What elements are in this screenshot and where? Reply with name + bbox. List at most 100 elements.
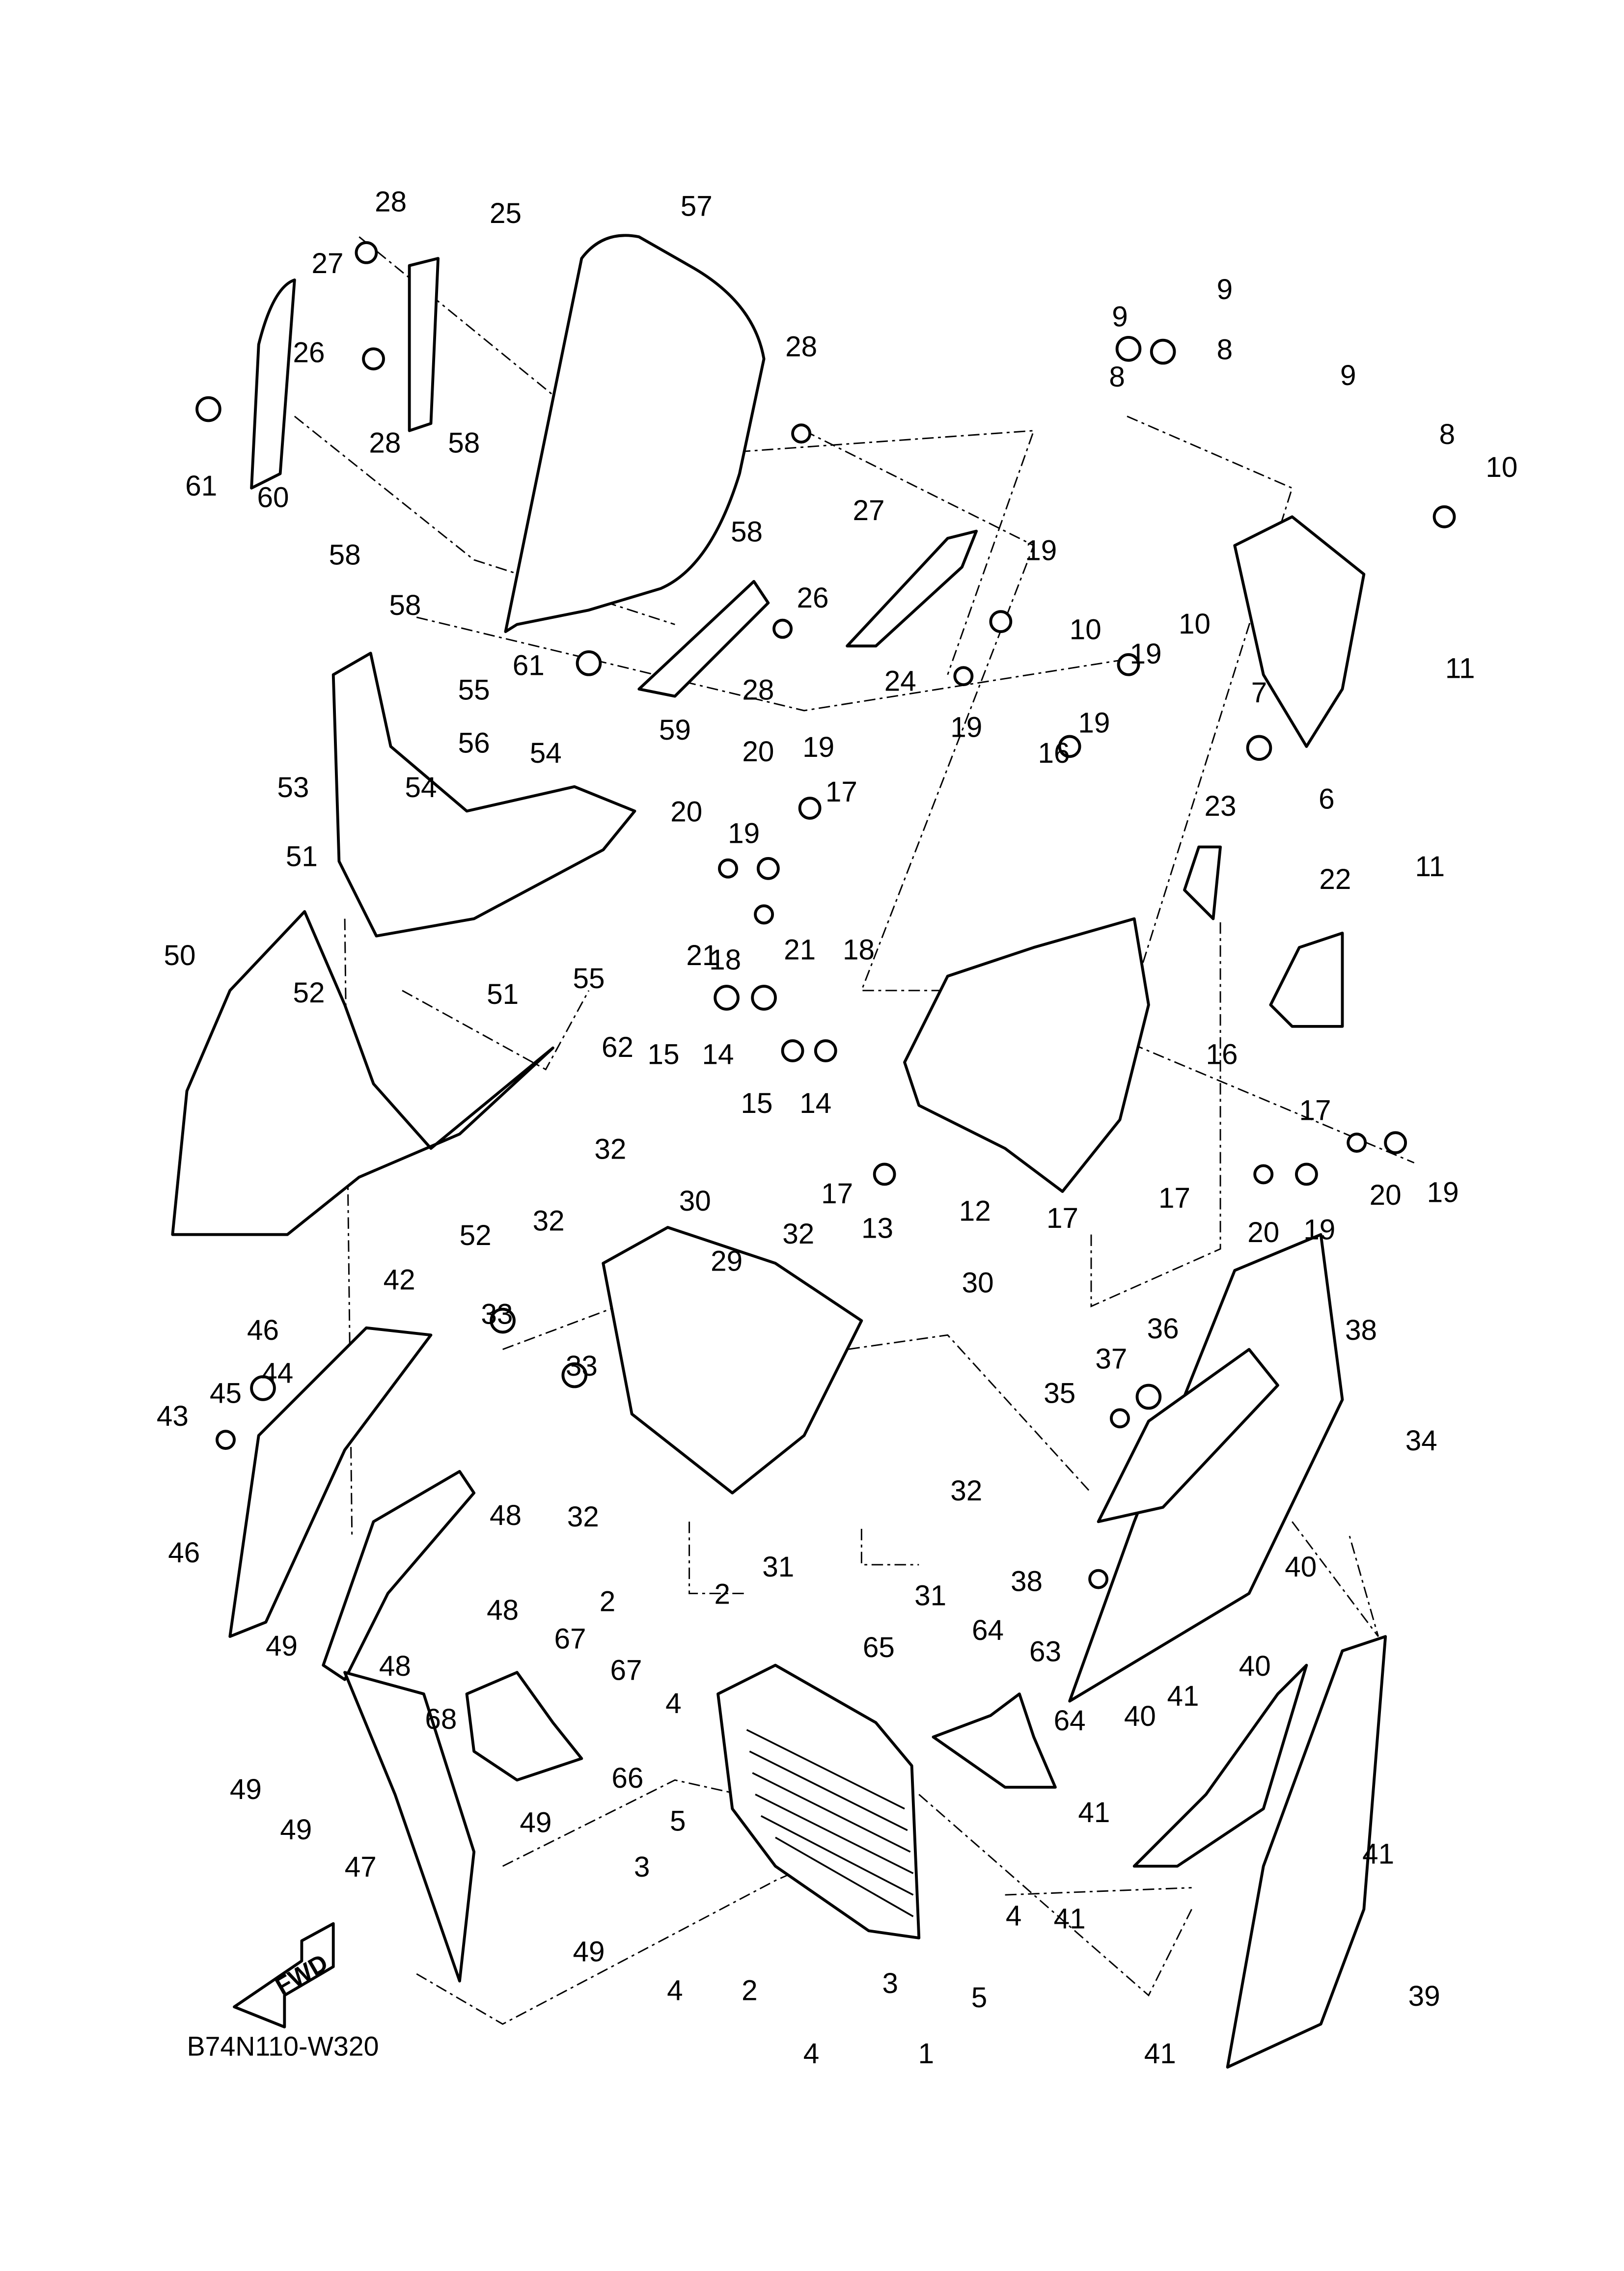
part-callout: 48 — [490, 1499, 522, 1531]
side-deflector — [250, 278, 296, 490]
part-callout: 12 — [959, 1195, 991, 1227]
windshield — [504, 234, 766, 633]
part-callout: 11 — [1445, 652, 1475, 684]
part-callout: 49 — [573, 1936, 605, 1967]
part-callout: 14 — [799, 1087, 831, 1119]
part-callout: 48 — [487, 1594, 519, 1626]
fwd-arrow-icon — [233, 1922, 335, 2029]
part-callout: 58 — [329, 539, 361, 571]
part-callout: 66 — [611, 1762, 643, 1794]
part-callout: 41 — [1144, 2038, 1176, 2070]
part-callout: 31 — [914, 1580, 946, 1612]
part-callout: 13 — [861, 1212, 893, 1244]
part-callout: 59 — [659, 714, 691, 746]
part-callout: 33 — [481, 1299, 513, 1330]
part-callout: 19 — [1025, 535, 1057, 567]
part-callout: 65 — [863, 1632, 895, 1663]
part-callout: 5 — [971, 1982, 988, 2014]
inner-panel-29 — [602, 1226, 863, 1495]
part-callout: 64 — [1054, 1705, 1086, 1737]
part-callout: 54 — [405, 772, 437, 803]
part-callout: 9 — [1340, 360, 1356, 391]
part-callout: 61 — [185, 470, 217, 502]
part-callout: 50 — [164, 940, 195, 971]
part-callout: 54 — [530, 737, 562, 769]
part-callout: 15 — [741, 1087, 772, 1119]
part-callout: 37 — [1095, 1343, 1127, 1375]
part-callout: 25 — [490, 197, 522, 229]
bracket-41 — [1132, 1663, 1308, 1868]
part-callout: 52 — [293, 977, 325, 1009]
part-callout: 24 — [884, 665, 916, 697]
part-callout: 4 — [1006, 1900, 1022, 1932]
part-callout: 10 — [1179, 608, 1211, 640]
side-cover-34 — [1068, 1233, 1344, 1703]
part-callout: 21 — [784, 934, 816, 966]
part-callout: 64 — [972, 1614, 1004, 1646]
part-callout: 10 — [1070, 614, 1101, 646]
part-callout: 19 — [1303, 1214, 1335, 1246]
bracket-24 — [846, 529, 978, 648]
bracket-22 — [1269, 931, 1344, 1028]
inner-panel-48 — [322, 1470, 476, 1681]
part-callout: 28 — [742, 674, 774, 706]
radiator-grill — [716, 1663, 921, 1939]
part-callout: 8 — [1109, 361, 1125, 393]
inner-panel-42 — [228, 1326, 433, 1638]
part-callout: 46 — [168, 1537, 200, 1569]
part-callout: 49 — [230, 1773, 262, 1805]
part-callout: 2 — [600, 1585, 616, 1617]
part-callout: 27 — [853, 495, 884, 526]
part-callout: 2 — [715, 1579, 731, 1610]
side-cowl-left — [171, 910, 554, 1236]
part-callout: 36 — [1147, 1313, 1179, 1345]
part-callout: 11 — [1415, 851, 1445, 883]
part-callout: 5 — [670, 1805, 686, 1837]
part-callout: 3 — [634, 1851, 650, 1883]
part-callout: 20 — [670, 796, 702, 828]
part-callout: 42 — [384, 1264, 415, 1296]
part-callout: 67 — [610, 1655, 642, 1687]
front-cowl-panel — [331, 651, 636, 938]
bracket-12 — [903, 917, 1150, 1193]
part-callout: 40 — [1124, 1700, 1156, 1732]
part-callout: 32 — [594, 1134, 626, 1165]
part-callout: 4 — [667, 1974, 683, 2006]
part-callout: 56 — [458, 727, 490, 759]
part-callout: 55 — [573, 963, 605, 995]
part-callout: 17 — [1299, 1095, 1331, 1127]
part-callout: 30 — [679, 1185, 711, 1217]
part-callout: 17 — [821, 1178, 853, 1210]
part-callout: 7 — [1251, 677, 1267, 709]
grill-slats — [746, 1729, 914, 1917]
part-callout: 26 — [797, 582, 828, 614]
part-callout: 46 — [247, 1314, 279, 1346]
part-callout: 60 — [257, 482, 289, 514]
part-callout: 28 — [375, 186, 407, 218]
part-callout: 6 — [1319, 783, 1335, 815]
part-callout: 58 — [448, 427, 480, 459]
part-callout: 17 — [1046, 1202, 1078, 1234]
part-callout: 61 — [513, 650, 545, 682]
part-callout: 15 — [647, 1039, 679, 1071]
fasteners — [195, 241, 1456, 1589]
part-callout: 43 — [157, 1400, 189, 1432]
side-panel-47 — [343, 1671, 476, 1983]
part-callout: 29 — [711, 1246, 743, 1277]
part-callout: 49 — [266, 1630, 298, 1662]
part-callout: 19 — [728, 818, 760, 850]
part-callout: 21 — [686, 940, 718, 971]
part-callout: 8 — [1439, 418, 1456, 450]
part-callout: 4 — [803, 2038, 820, 2070]
part-callout: 44 — [261, 1357, 293, 1389]
diagram-code: B74N110-W320 — [187, 2031, 379, 2062]
part-callout: 18 — [709, 944, 741, 976]
part-callout: 57 — [681, 190, 713, 222]
part-callout: 17 — [1158, 1182, 1190, 1214]
part-callout: 41 — [1362, 1838, 1394, 1870]
part-callout: 9 — [1112, 301, 1128, 332]
part-callout: 62 — [602, 1031, 633, 1063]
part-callout: 63 — [1029, 1636, 1061, 1668]
part-callout: 51 — [487, 978, 519, 1010]
